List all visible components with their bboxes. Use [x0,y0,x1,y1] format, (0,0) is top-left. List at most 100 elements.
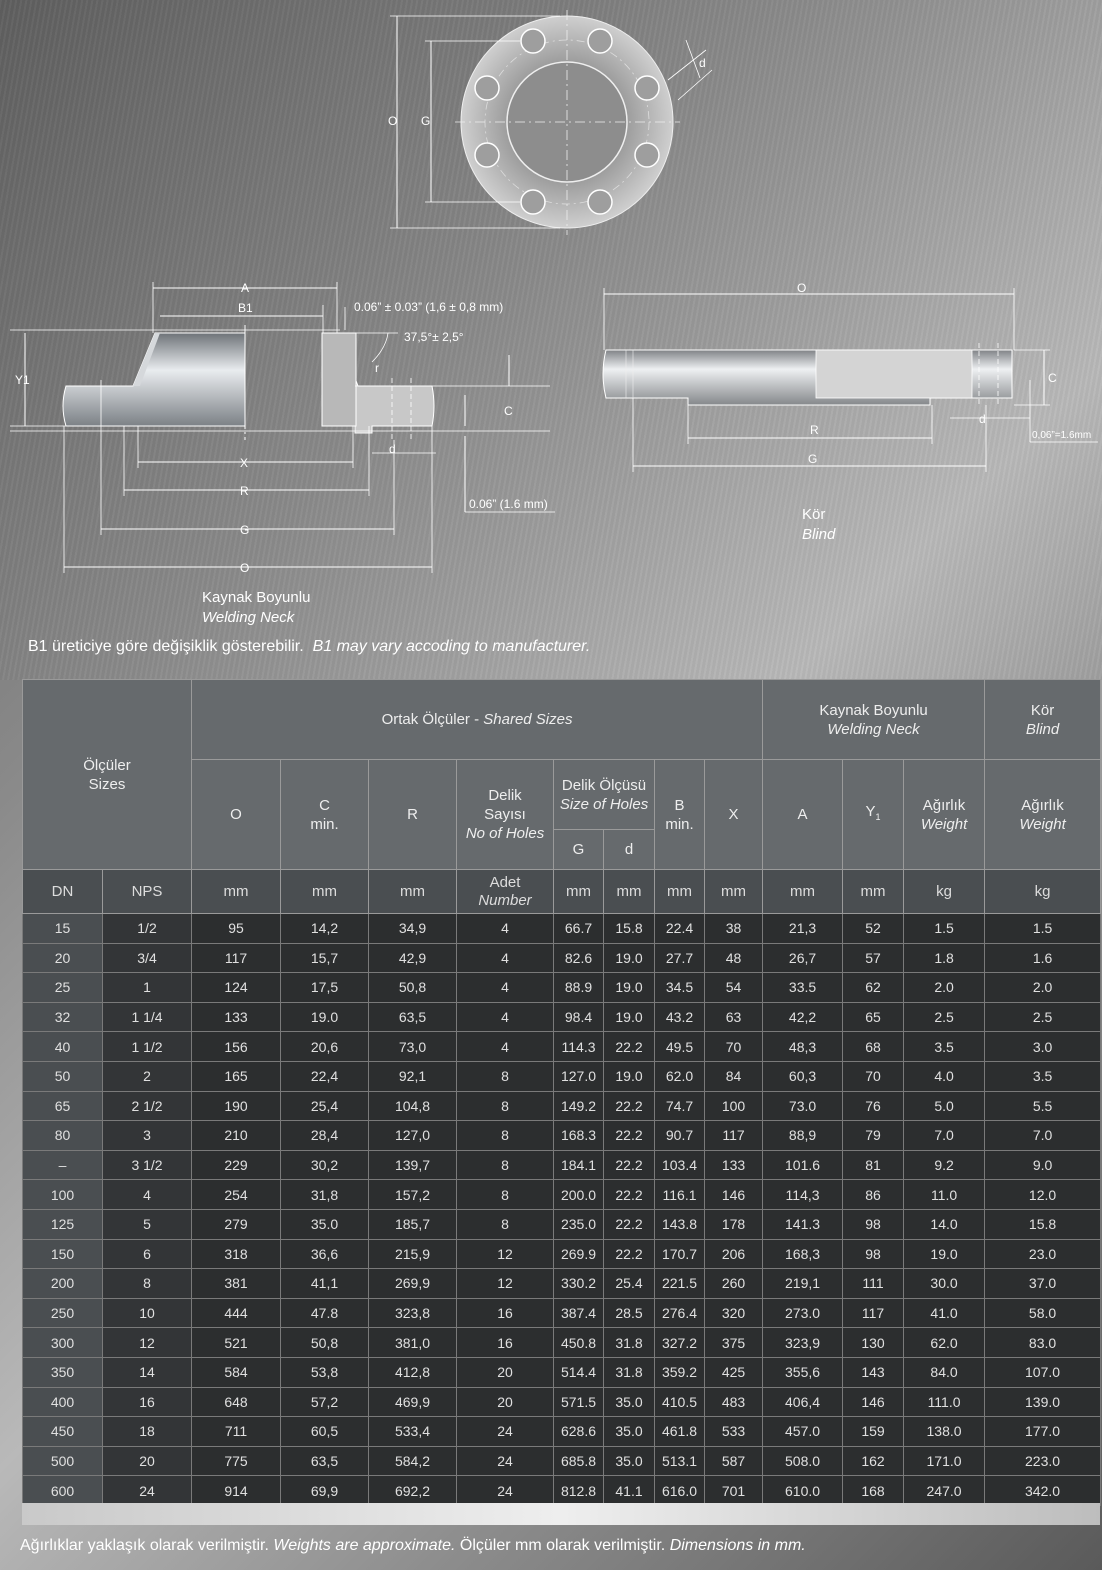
col-Y1-sub: 1 [875,812,881,822]
table-cell: 117 [842,1297,905,1329]
col-G-header: G [553,829,605,870]
table-cell: 20 [456,1386,555,1418]
table-cell: 22.2 [603,1031,656,1062]
table-cell: 98 [842,1238,905,1270]
table-cell: 3/4 [101,942,193,974]
table-cell: 88.9 [553,972,605,1003]
table-cell: 508.0 [762,1445,844,1477]
table-cell: 223.0 [984,1445,1102,1477]
table-cell: 100 [704,1090,764,1122]
welding-neck-section [10,282,555,573]
table-cell: 150 [22,1238,103,1270]
blind-header-en: Blind [1025,720,1060,738]
table-cell: 20,6 [280,1031,370,1062]
table-cell: 4 [456,913,555,944]
table-cell: 19.0 [903,1238,986,1270]
table-cell: 143.8 [654,1208,706,1240]
table-cell: 31,8 [280,1179,370,1210]
table-cell: 185,7 [368,1208,458,1240]
blind-R-label: R [810,423,819,437]
wn-G-label: G [240,523,249,537]
table-cell: 215,9 [368,1238,458,1270]
table-cell: 146 [704,1179,764,1210]
table-cell: 15.8 [603,913,656,944]
table-cell: 200 [22,1268,103,1299]
table-cell: 14 [101,1356,193,1388]
table-cell: 12 [101,1327,193,1358]
table-cell: 7.0 [984,1120,1102,1151]
flange-top-view [390,10,713,235]
table-bottom-bar [22,1503,1100,1525]
table-cell: 7.0 [903,1120,986,1151]
table-cell: 260 [704,1268,764,1299]
table-cell: 35.0 [603,1445,656,1477]
table-cell: 5.5 [984,1090,1102,1122]
blind-header: Kör Blind [984,679,1102,760]
table-cell: 168.3 [553,1120,605,1151]
table-cell: 513.1 [654,1445,706,1477]
table-cell: 587 [704,1445,764,1477]
table-cell: 410.5 [654,1386,706,1418]
wn-B1-label: B1 [238,301,253,315]
top-d-label: d [699,56,706,70]
table-cell: 12 [456,1268,555,1299]
table-cell: 100 [22,1179,103,1210]
table-cell: 165 [191,1060,282,1092]
table-cell: 320 [704,1297,764,1329]
wn-X-label: X [240,456,248,470]
table-cell: 412,8 [368,1356,458,1388]
footer-tr-2: Ölçüler mm olarak verilmiştir. [459,1537,666,1554]
table-cell: 648 [191,1386,282,1418]
welding-neck-header-en: Welding Neck [827,720,920,738]
table-cell: 95 [191,913,282,944]
table-cell: 88,9 [762,1120,844,1151]
col-O-header: O [191,759,282,870]
table-cell: 74.7 [654,1090,706,1122]
table-cell: 111 [842,1268,905,1299]
table-cell: 12 [456,1238,555,1270]
table-cell: 584 [191,1356,282,1388]
table-cell: 162 [842,1445,905,1477]
table-cell: 10 [101,1297,193,1329]
table-cell: 279 [191,1208,282,1240]
table-cell: 28,4 [280,1120,370,1151]
unit-wn-weight: kg [903,869,986,914]
table-cell: 2.0 [984,972,1102,1003]
table-cell: 775 [191,1445,282,1477]
welding-neck-caption-en: Welding Neck [202,609,295,626]
table-cell: 168,3 [762,1238,844,1270]
top-O-label: O [388,114,397,128]
table-cell: 177.0 [984,1416,1102,1447]
table-cell: 16 [101,1386,193,1418]
table-cell: 323,8 [368,1297,458,1329]
table-cell: 40 [22,1031,103,1062]
table-cell: 514.4 [553,1356,605,1388]
welding-neck-header-tr: Kaynak Boyunlu [819,701,928,719]
table-cell: 73,0 [368,1031,458,1062]
table-cell: 3.5 [903,1031,986,1062]
col-B-header: B min. [654,759,706,870]
table-cell: 4 [101,1179,193,1210]
table-cell: 12.0 [984,1179,1102,1210]
table-cell: 53,8 [280,1356,370,1388]
b1-note: B1 üreticiye göre değişiklik gösterebili… [28,638,590,656]
table-cell: 4.0 [903,1060,986,1092]
blind-C-label: C [1048,371,1057,385]
blind-caption-tr: Kör [802,506,826,523]
wn-angle-label: 37,5°± 2,5° [404,330,464,344]
wn-Y1-label: Y1 [15,373,30,387]
table-cell: 8 [456,1120,555,1151]
table-cell: 3 1/2 [101,1149,193,1181]
table-cell: 117 [191,942,282,974]
table-cell: 701 [704,1475,764,1506]
table-cell: 914 [191,1475,282,1506]
table-cell: 327.2 [654,1327,706,1358]
table-cell: 81 [842,1149,905,1181]
shared-sizes-header-en: Shared Sizes [483,711,573,728]
